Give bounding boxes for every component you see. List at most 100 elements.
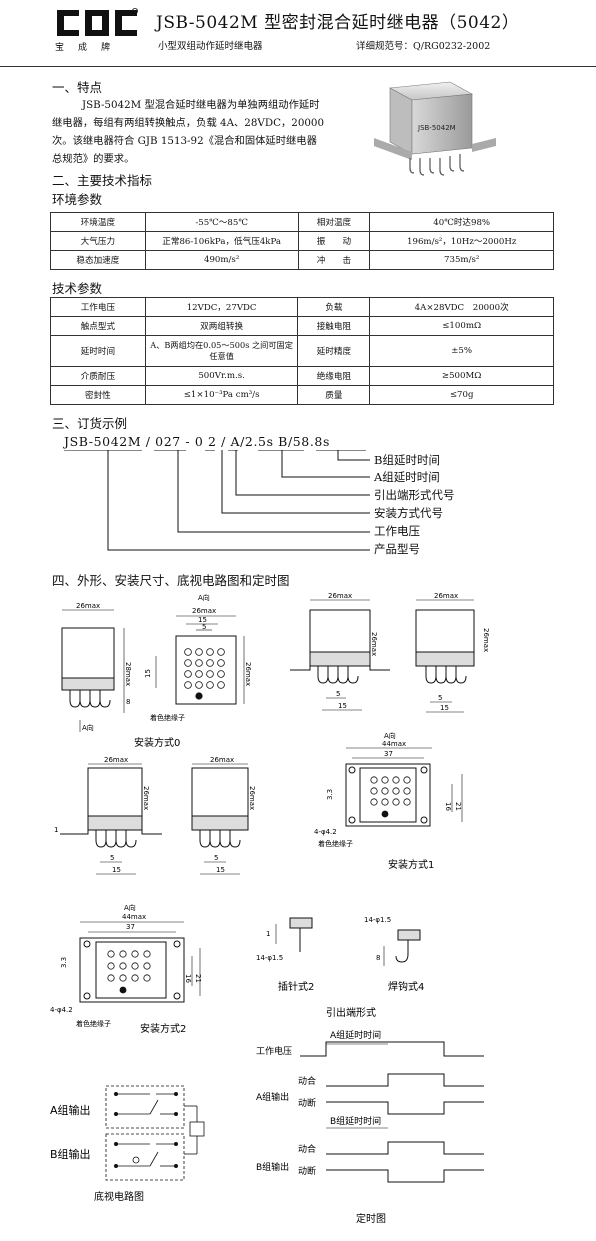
dim-26max-b: 26max <box>192 607 216 615</box>
colored-insulator-0: 着色绝缘子 <box>150 713 185 722</box>
tech-params-table: 工作电压 12VDC，27VDC 负载 4A×28VDC 20000次 触点型式… <box>50 297 554 405</box>
dim-15-d: 15 <box>440 704 449 712</box>
dim-8-a: 8 <box>126 698 130 706</box>
table-cell: 质量 <box>297 385 371 405</box>
dim-37-a: 37 <box>384 750 393 758</box>
table-cell: 延时时间 <box>50 335 146 367</box>
dim-5-b: 5 <box>336 690 340 698</box>
features-paragraph: JSB-5042M 型混合延时继电器为单独两组动作延时继电器，每组有两组转换触点… <box>52 99 325 165</box>
table-cell: ≤100mΩ <box>369 316 554 336</box>
table-row: 介质耐压 500Vr.m.s. 绝缘电阻 ≥500MΩ <box>50 366 554 386</box>
pin-grid-mount1 <box>370 776 411 806</box>
table-cell: 500Vr.m.s. <box>144 366 299 386</box>
dim-14-a: 14-φ1.5 <box>256 954 283 962</box>
order-example: JSB-5042M / 027 - 0 2 / A/2.5s B/58.8s <box>64 434 331 449</box>
table-row: 大气压力 正常86-106kPa，低气压4kPa 振 动 196m/s²，10H… <box>50 231 554 251</box>
table-cell: 4A×28VDC 20000次 <box>369 297 554 317</box>
brand-name: 宝成牌 <box>55 43 125 53</box>
order-label-a-delay: A组延时时间 <box>374 470 440 484</box>
timing-b-make: 动合 <box>298 1143 316 1155</box>
table-row: 稳态加速度 490m/s² 冲 击 735m/s² <box>50 250 554 270</box>
dim-28max: 28max <box>124 662 132 686</box>
table-row: 延时时间 A、B两组均在0.05～500s 之间可固定任意值 延时精度 ±5% <box>50 335 554 367</box>
dim-5-e: 5 <box>214 854 218 862</box>
table-cell: 环境温度 <box>50 212 146 232</box>
dim-26max-c: 26max <box>244 662 252 686</box>
order-label-model: 产品型号 <box>374 542 420 556</box>
dim-26max-k: 26max <box>248 786 256 810</box>
dim-26max-a: 26max <box>76 602 100 610</box>
table-cell: 490m/s² <box>144 250 299 270</box>
dim-21-a: 21 <box>454 802 462 811</box>
dim-15-f: 15 <box>216 866 225 874</box>
dim-16-b: 16 <box>184 974 192 983</box>
dim-26max-g: 26max <box>482 628 490 652</box>
table-cell: ≤70g <box>369 385 554 405</box>
a-direction-3: A向 <box>124 903 136 912</box>
dim-1-b: 1 <box>266 930 270 938</box>
dim-15-b: 15 <box>144 669 152 678</box>
table-cell: -55℃～85℃ <box>144 212 299 232</box>
table-cell: 双两组转换 <box>144 316 299 336</box>
dim-5-a: 5 <box>202 623 206 631</box>
colored-insulator-1: 着色绝缘子 <box>318 839 353 848</box>
dim-15-c: 15 <box>338 702 347 710</box>
timing-a-output: A组输出 <box>256 1091 289 1103</box>
colored-insulator-2: 着色绝缘子 <box>76 1019 111 1028</box>
timing-a-break: 动断 <box>298 1097 316 1109</box>
table-cell: 工作电压 <box>50 297 146 317</box>
dim-26max-d: 26max <box>328 592 352 600</box>
spec-number: 详细规范号：Q/RG0232-2002 <box>356 41 491 52</box>
product-photo-label: JSB-5042M <box>417 124 456 132</box>
table-cell: A、B两组均在0.05～500s 之间可固定任意值 <box>144 335 299 367</box>
table-cell: 绝缘电阻 <box>297 366 371 386</box>
header-divider <box>0 66 596 67</box>
table-cell: 大气压力 <box>50 231 146 251</box>
timing-b-delay: B组延时时间 <box>330 1115 381 1127</box>
table-cell: 相对温度 <box>297 212 371 232</box>
table-cell: 负载 <box>297 297 371 317</box>
dim-26max-f: 26max <box>370 632 378 656</box>
table-cell: 触点型式 <box>50 316 146 336</box>
dim-21-b: 21 <box>194 974 202 983</box>
section-order-heading: 三、订货示例 <box>52 416 128 431</box>
dim-3-3-a: 3.3 <box>326 789 334 800</box>
table-cell: 接触电阻 <box>297 316 371 336</box>
section-features-heading: 一、特点 <box>52 80 103 95</box>
timing-a-make: 动合 <box>298 1075 316 1087</box>
table-cell: 正常86-106kPa，低气压4kPa <box>144 231 299 251</box>
tech-params-title: 技术参数 <box>52 281 103 296</box>
section-specs-heading: 二、主要技术指标 <box>52 173 153 188</box>
mount2-label: 安装方式2 <box>140 1022 186 1035</box>
dim-26max-j: 26max <box>142 786 150 810</box>
pin-type-4-label: 焊钩式4 <box>388 980 424 993</box>
dim-1-a: 1 <box>54 826 58 834</box>
dim-4-2-a: 4-φ4.2 <box>314 828 337 836</box>
table-cell: 735m/s² <box>369 250 554 270</box>
dim-5-c: 5 <box>438 694 442 702</box>
dim-26max-e: 26max <box>434 592 458 600</box>
dim-44max-a: 44max <box>382 740 406 748</box>
a-direction-1: A向 <box>82 723 94 732</box>
dim-4-2-b: 4-φ4.2 <box>50 1006 73 1014</box>
table-row: 触点型式 双两组转换 接触电阻 ≤100mΩ <box>50 316 554 336</box>
dim-3-3-b: 3.3 <box>60 957 68 968</box>
dim-26max-i: 26max <box>210 756 234 764</box>
table-cell: 密封性 <box>50 385 146 405</box>
pin-grid-mount2 <box>107 950 151 982</box>
timing-voltage: 工作电压 <box>256 1045 292 1057</box>
pin-type-2-label: 插针式2 <box>278 980 314 993</box>
dim-5-d: 5 <box>110 854 114 862</box>
terminal-type-label: 引出端形式 <box>326 1006 376 1019</box>
circuit-diagram-title: 底视电路图 <box>94 1190 144 1203</box>
table-cell: 196m/s²，10Hz～2000Hz <box>369 231 554 251</box>
table-cell: 40℃时达98% <box>369 212 554 232</box>
order-label-mounting: 安装方式代号 <box>374 506 443 520</box>
mount1-label: 安装方式1 <box>388 858 434 871</box>
timing-waveforms <box>300 1041 484 1183</box>
timing-b-break: 动断 <box>298 1165 316 1177</box>
a-direction-0: A向 <box>198 593 210 602</box>
pin-grid-mount0 <box>184 648 225 689</box>
table-cell: ≥500MΩ <box>369 366 554 386</box>
table-cell: 12VDC，27VDC <box>144 297 299 317</box>
